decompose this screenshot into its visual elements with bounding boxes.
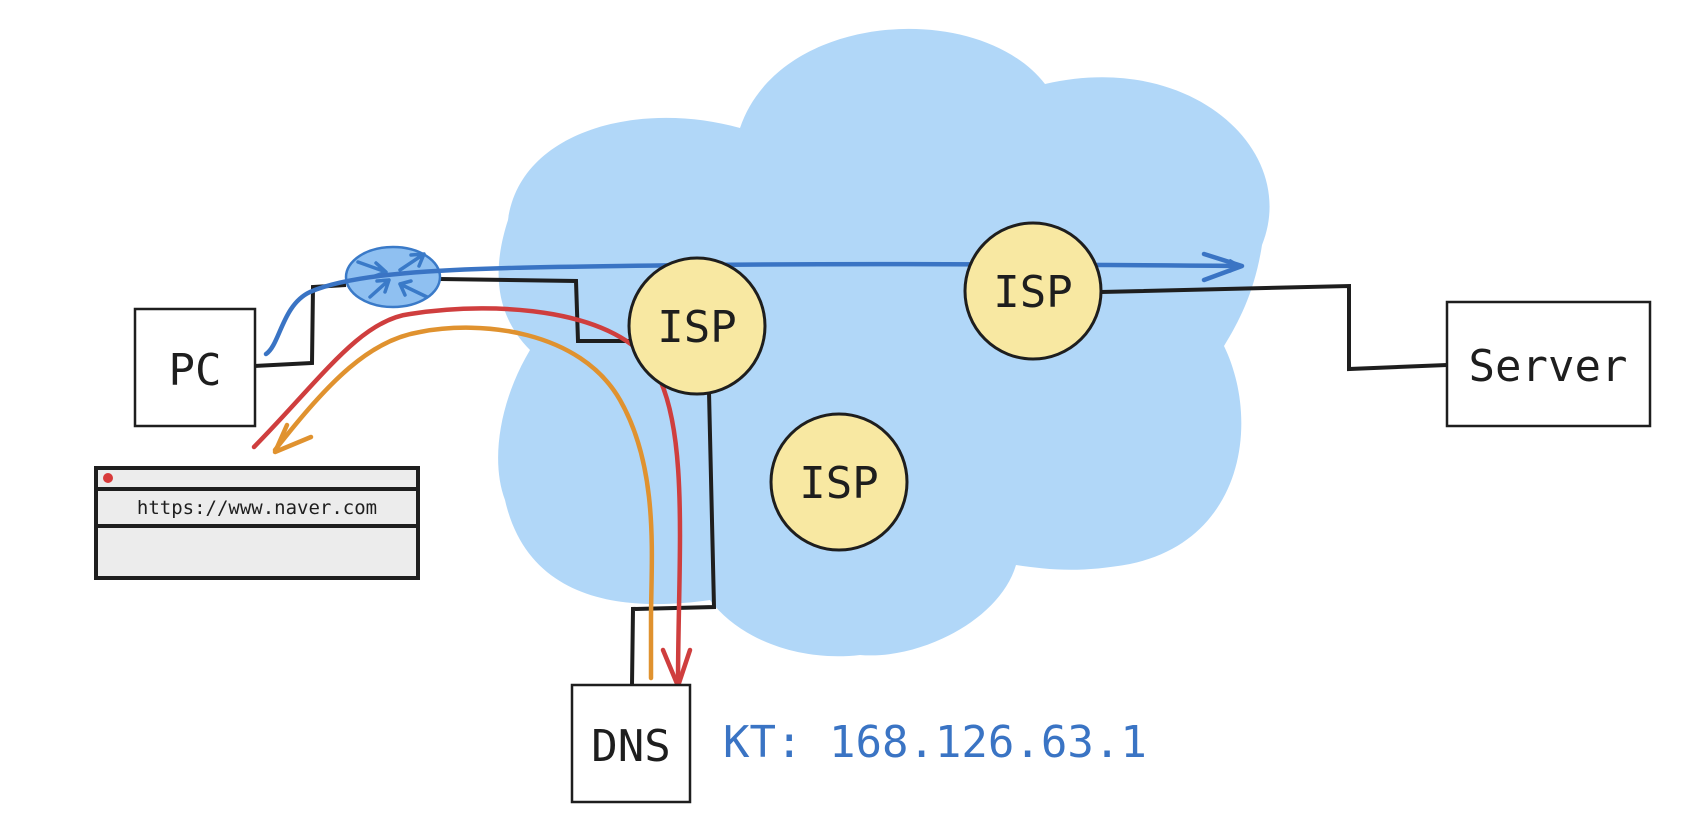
dns-response-line <box>272 325 655 681</box>
browser-url: https://www.naver.com <box>137 497 377 519</box>
browser-window: https://www.naver.com <box>94 466 420 580</box>
dns-node: DNS <box>570 683 692 804</box>
browser-close-dot <box>103 473 113 483</box>
http-request-arrowhead <box>1201 251 1245 283</box>
pc-node: PC <box>133 307 257 428</box>
internet-cloud <box>498 28 1270 657</box>
cable-isp-left-dns <box>630 391 717 686</box>
isp-node-left: ISP <box>627 256 767 396</box>
isp-left-label: ISP <box>657 302 736 353</box>
isp-node-bottom: ISP <box>769 412 909 552</box>
pc-label: PC <box>169 345 222 396</box>
router-icon <box>344 245 442 309</box>
server-node: Server <box>1445 300 1652 428</box>
cable-router-isp-left <box>439 277 634 343</box>
server-label: Server <box>1469 341 1628 392</box>
dns-label: DNS <box>591 721 670 772</box>
dns-address-annotation: KT: 168.126.63.1 <box>723 717 1147 768</box>
dns-query-line <box>251 306 683 687</box>
isp-right-label: ISP <box>993 267 1072 318</box>
browser-frame <box>94 466 420 580</box>
dns-response-arrowhead <box>272 422 314 455</box>
isp-node-right: ISP <box>963 221 1103 361</box>
isp-bottom-label: ISP <box>799 458 878 509</box>
cable-isp-right-server <box>1100 283 1448 372</box>
cloud-shape <box>498 28 1270 657</box>
dns-response-arrow <box>272 325 655 681</box>
